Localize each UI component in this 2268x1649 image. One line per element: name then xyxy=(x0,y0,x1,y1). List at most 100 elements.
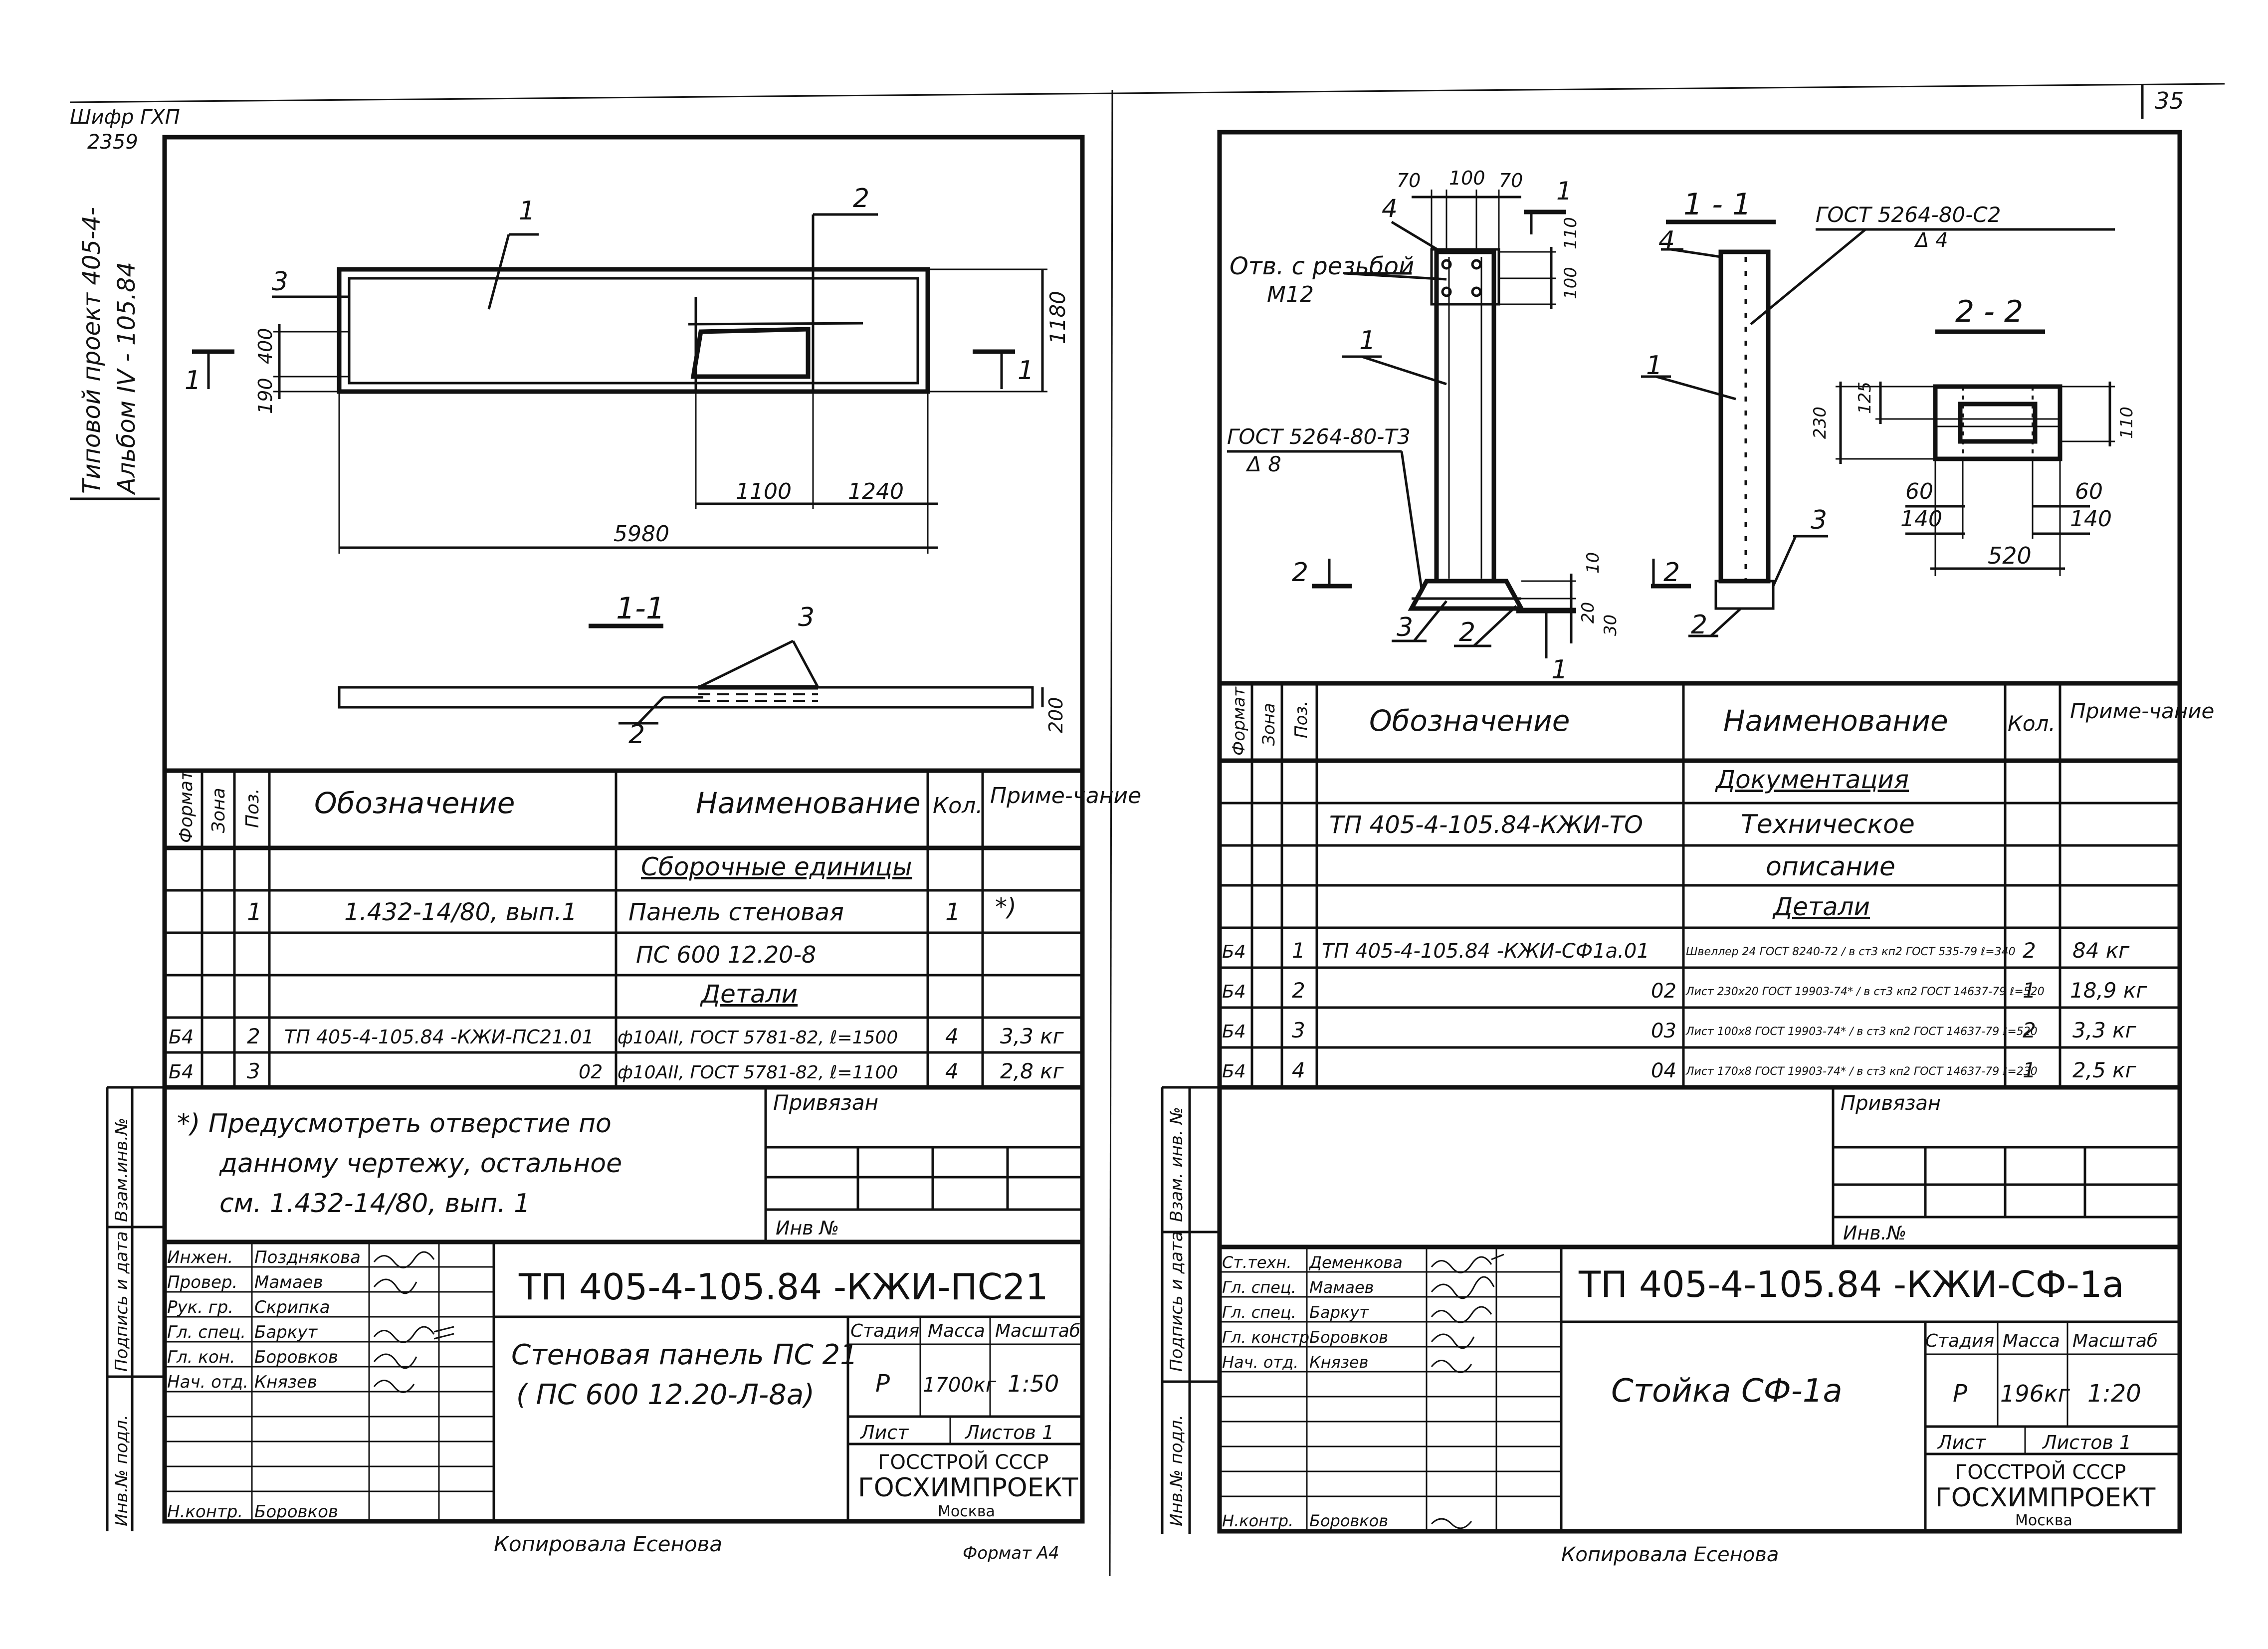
svg-text:140: 140 xyxy=(2070,506,2112,532)
spec-section: Сборочные единицы xyxy=(641,852,912,881)
spec-format: Б4 xyxy=(169,1061,194,1083)
svg-text:60: 60 xyxy=(1905,479,1933,504)
svg-text:2: 2 xyxy=(2023,938,2036,963)
svg-text:Зона: Зона xyxy=(208,788,229,833)
svg-text:Нач. отд.: Нач. отд. xyxy=(1222,1353,1298,1372)
stage-value: Р xyxy=(1953,1380,1967,1408)
spec-qty: 1 xyxy=(945,898,961,926)
pos-label: 1 xyxy=(1359,326,1376,356)
spec-header-designation: Обозначение xyxy=(1369,704,1570,738)
svg-text:10: 10 xyxy=(1583,552,1603,574)
pos-label: 3 xyxy=(272,267,288,297)
org-1: ГОССТРОЙ СССР xyxy=(878,1450,1048,1474)
right-side-stamp: Взам. инв. № Подпись и дата Инв.№ подл. xyxy=(1161,1086,1220,1534)
svg-text:Поз.: Поз. xyxy=(1291,701,1311,738)
pos-label: 1 xyxy=(519,196,535,226)
svg-text:Приме-чание: Приме-чание xyxy=(990,783,1141,809)
svg-text:Листов 1: Листов 1 xyxy=(2042,1432,2131,1453)
section-title: 2 - 2 xyxy=(1955,294,2023,329)
spec-header-name: Наименование xyxy=(1723,704,1948,738)
hole-note: Отв. с резьбой xyxy=(1230,252,1414,280)
spec-designation: ТП 405-4-105.84-КЖИ-ТО xyxy=(1329,811,1643,839)
signature xyxy=(1431,1360,1472,1373)
pos-label: 3 xyxy=(798,603,815,632)
spec-header-name: Наименование xyxy=(696,786,921,820)
svg-text:Гл. спец.: Гл. спец. xyxy=(167,1322,246,1342)
svg-text:Поз.: Поз. xyxy=(242,788,263,828)
svg-text:3: 3 xyxy=(1292,1018,1305,1042)
spec-note: 3,3 кг xyxy=(1000,1024,1064,1048)
svg-text:Листов 1: Листов 1 xyxy=(964,1422,1054,1443)
svg-text:Б4: Б4 xyxy=(1222,942,1246,962)
dim-190: 190 xyxy=(254,378,276,414)
svg-text:Нач. отд.: Нач. отд. xyxy=(167,1372,248,1392)
spec-section: Детали xyxy=(1772,892,1870,921)
pos-label: 2 xyxy=(1691,610,1707,640)
svg-text:Баркут: Баркут xyxy=(254,1322,318,1342)
svg-text:Позднякова: Позднякова xyxy=(254,1247,361,1267)
svg-text:Швеллер 24 ГОСТ 8240-72 / в ст: Швеллер 24 ГОСТ 8240-72 / в ст3 кп2 ГОСТ… xyxy=(1686,946,2016,958)
shifr-label: Шифр ГХП xyxy=(70,106,180,129)
pos-label: 2 xyxy=(853,184,869,213)
svg-text:Лист 170х8 ГОСТ 19903-74* / в: Лист 170х8 ГОСТ 19903-74* / в ст3 кп2 ГО… xyxy=(1685,1065,2038,1078)
section-mark: 2 xyxy=(1292,558,1308,588)
signature xyxy=(373,1251,435,1268)
left-title-block: Инжен. Позднякова Провер. Мамаев Рук. гр… xyxy=(165,1239,1082,1522)
svg-text:см. 1.432-14/80, вып. 1: см. 1.432-14/80, вып. 1 xyxy=(219,1189,530,1219)
svg-text:Князев: Князев xyxy=(254,1372,317,1392)
inv-label: Инв.№ xyxy=(1843,1222,1906,1244)
svg-text:Б4: Б4 xyxy=(1222,1022,1246,1042)
spec-designation: 1.432-14/80, вып.1 xyxy=(344,898,577,926)
svg-text:Мамаев: Мамаев xyxy=(254,1272,323,1292)
svg-text:Боровков: Боровков xyxy=(1309,1328,1388,1347)
svg-text:Масштаб: Масштаб xyxy=(2072,1331,2158,1351)
project-label: Типовой проект 405-4- xyxy=(78,207,106,494)
svg-text:02: 02 xyxy=(1651,980,1676,1003)
svg-text:04: 04 xyxy=(1651,1059,1676,1082)
spec-pos: 2 xyxy=(247,1024,260,1048)
format-label: Формат А4 xyxy=(963,1543,1059,1563)
album-label: Альбом IV - 105.84 xyxy=(113,262,141,495)
dim-1240: 1240 xyxy=(848,479,904,504)
org-2: ГОСХИМПРОЕКТ xyxy=(1935,1483,2156,1513)
right-title-block: Ст.техн. Деменкова Гл. спец. Мамаев Гл. … xyxy=(1220,1244,2180,1531)
drawing-code: ТП 405-4-105.84 -КЖИ-СФ-1а xyxy=(1578,1263,2124,1305)
right-binding-table: Привязан Инв.№ xyxy=(1832,1087,2180,1247)
spec-name: Панель стеновая xyxy=(628,898,844,926)
svg-text:Ст.техн.: Ст.техн. xyxy=(1222,1253,1292,1272)
copied-by: Копировала Есенова xyxy=(1561,1543,1779,1566)
svg-text:Лист 100х8 ГОСТ 19903-74* / в: Лист 100х8 ГОСТ 19903-74* / в ст3 кп2 ГО… xyxy=(1685,1026,2038,1038)
page-fold-line xyxy=(1109,89,1113,1577)
top-edge-line xyxy=(69,83,2225,103)
svg-text:2,5 кг: 2,5 кг xyxy=(2072,1058,2137,1082)
spec-section: Документация xyxy=(1715,765,1909,794)
svg-text:Б4: Б4 xyxy=(1222,982,1246,1002)
svg-text:Взам.инв.№: Взам.инв.№ xyxy=(112,1118,132,1222)
pos-label: 3 xyxy=(1397,613,1413,642)
org-3: Москва xyxy=(2015,1512,2072,1529)
svg-text:Деменкова: Деменкова xyxy=(1308,1253,1403,1272)
svg-text:Мамаев: Мамаев xyxy=(1309,1278,1374,1297)
page-number: 35 xyxy=(2155,87,2184,114)
svg-text:Стадия: Стадия xyxy=(850,1321,919,1341)
svg-text:Подпись и дата: Подпись и дата xyxy=(1167,1231,1187,1372)
svg-text:Масса: Масса xyxy=(2003,1331,2060,1351)
spec-name: описание xyxy=(1766,852,1895,882)
svg-text:84 кг: 84 кг xyxy=(2072,938,2130,963)
hole-note: М12 xyxy=(1267,282,1314,307)
mass-value: 196кг xyxy=(2000,1380,2070,1407)
dim-400: 400 xyxy=(254,328,276,364)
svg-text:Формат: Формат xyxy=(1229,686,1249,756)
spec-designation: 02 xyxy=(579,1061,603,1083)
signature xyxy=(1431,1253,1504,1273)
svg-text:Лист: Лист xyxy=(859,1422,909,1443)
mass-value: 1700кг xyxy=(923,1374,997,1397)
svg-text:Боровков: Боровков xyxy=(1309,1511,1388,1530)
svg-text:Н.контр.: Н.контр. xyxy=(167,1502,243,1522)
svg-text:Гл. кон.: Гл. кон. xyxy=(167,1347,235,1367)
svg-text:70: 70 xyxy=(1499,170,1523,192)
signature xyxy=(1431,1518,1472,1529)
svg-text:100: 100 xyxy=(1449,167,1485,189)
signature xyxy=(1431,1276,1495,1299)
stage-value: Р xyxy=(875,1370,890,1398)
